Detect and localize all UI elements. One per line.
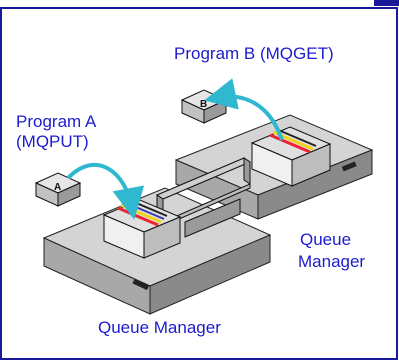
program-a-box: A	[34, 172, 82, 207]
frame-corner-tab	[374, 0, 399, 6]
queue-manager-right-label-line2: Manager	[298, 252, 366, 271]
program-a-label-line1: Program A	[16, 112, 97, 131]
mqget-arrow	[204, 78, 284, 141]
queue-manager-left-label: Queue Manager	[98, 318, 221, 337]
queue1-box	[250, 126, 332, 187]
program-a-label-line2: (MQPUT)	[16, 132, 89, 151]
program-a-box-letter: A	[54, 182, 61, 193]
program-b-box: B	[180, 89, 228, 124]
frame-border	[0, 7, 398, 360]
mqput-arrow	[66, 163, 145, 220]
program-b-label: Program B (MQGET)	[174, 44, 334, 63]
queue-manager-right-label-line1: Queue	[300, 230, 352, 249]
program-b-box-letter: B	[200, 99, 207, 110]
channel-pipe	[155, 157, 252, 238]
